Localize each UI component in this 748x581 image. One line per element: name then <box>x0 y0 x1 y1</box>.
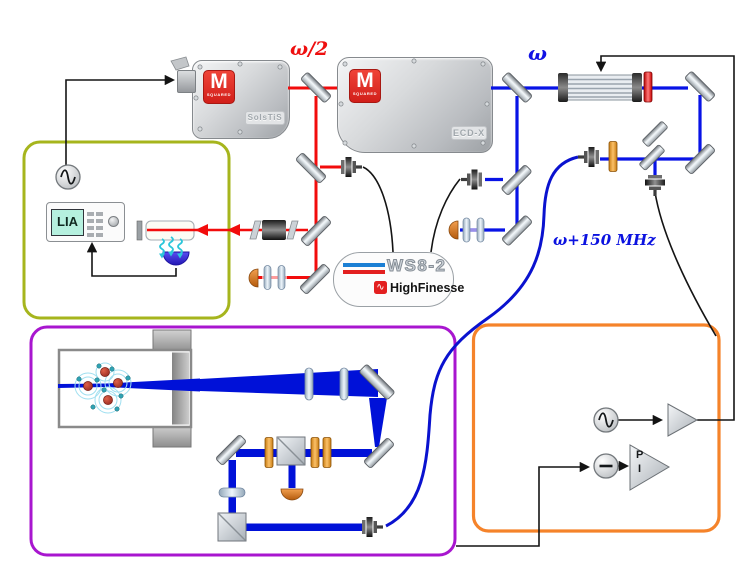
telescope-lens <box>339 367 349 401</box>
lockin-knob <box>108 216 119 227</box>
lock-in-amplifier: LIA <box>46 202 125 242</box>
aom <box>558 73 642 102</box>
wavemeter-brand: HighFinesse <box>390 281 465 295</box>
wire-detector-to-subtractor <box>456 461 591 547</box>
highfinesse-logo: ∿ <box>374 281 387 294</box>
msquared-logo: M SQUARED <box>349 69 381 103</box>
wire-pmt-to-lockin <box>86 241 177 277</box>
solstis-connector <box>177 70 196 93</box>
blue-beam-path <box>460 86 702 232</box>
pbs-cube <box>276 436 306 466</box>
lockin-button <box>87 233 94 237</box>
half-wave-plate <box>322 437 332 468</box>
msquared-logo: M SQUARED <box>203 70 235 104</box>
lens <box>476 217 485 243</box>
faraday-isolator <box>249 220 299 240</box>
fiber-coupler-red <box>341 157 362 177</box>
wavemeter-model: WS8-2 <box>386 256 447 276</box>
mount-bracket <box>170 56 190 71</box>
logo-squared-text: SQUARED <box>206 92 232 97</box>
lens <box>462 217 471 243</box>
beam-telescope <box>200 369 378 397</box>
half-wave-plate <box>608 141 618 172</box>
beam-arrow <box>227 224 240 236</box>
mirrors <box>214 70 717 470</box>
pbs-cube <box>217 512 247 542</box>
signal-wires <box>65 55 735 547</box>
lockin-button <box>96 212 103 216</box>
lockin-button <box>87 219 94 223</box>
logo-squared-text: SQUARED <box>352 91 378 96</box>
label-fiber-shift: ω+150 MHz <box>553 231 656 249</box>
label-omega: ω <box>528 41 548 65</box>
cell-retro-mirror <box>136 220 143 241</box>
atom-cloud <box>74 362 132 414</box>
pi-label-p: P <box>636 449 644 461</box>
pmt-detector <box>162 251 190 266</box>
lockin-button <box>96 233 103 237</box>
fiber-to-electronics <box>654 191 717 337</box>
photodiode-red <box>248 268 259 288</box>
focusing-lens <box>218 487 246 498</box>
fiber-red-to-wavemeter <box>362 166 394 253</box>
telescope-lens <box>304 367 314 401</box>
beam-focus-atoms <box>58 378 200 392</box>
frame-electronics-box <box>471 323 721 533</box>
stripe-red <box>343 269 385 274</box>
beam-arrow <box>195 224 208 236</box>
fiber-coupler-shifted <box>578 147 599 167</box>
solstis-badge: SolsTiS <box>245 111 285 125</box>
beam-from-fiber <box>246 523 363 531</box>
beam-cube-tap <box>288 462 296 488</box>
lens <box>263 265 272 290</box>
wavemeter: WS8-2 ∿ HighFinesse <box>333 252 464 307</box>
logo-m-text: M <box>356 69 374 92</box>
red-filter <box>643 71 653 103</box>
red-beam-path <box>147 86 342 279</box>
wire-modulation-to-laser <box>65 74 176 166</box>
pi-controller-icon <box>629 444 671 491</box>
logo-m-text: M <box>210 70 228 93</box>
wire-amp-to-aom <box>595 55 735 421</box>
ecdx-badge: ECD-X <box>451 126 487 140</box>
lockin-button <box>87 212 94 216</box>
lockin-display: LIA <box>51 209 84 236</box>
amplifier-icon <box>667 403 699 437</box>
flip-mirror-upper <box>641 120 669 148</box>
lockin-button <box>96 219 103 223</box>
fiber-coupler-chamber <box>362 517 383 537</box>
signal-generator-icon <box>55 164 81 190</box>
solstis-laser: M SQUARED SolsTiS <box>192 60 290 139</box>
ecdx-doubler: M SQUARED ECD-X <box>337 57 493 153</box>
photodiode-chamber <box>280 488 304 501</box>
half-wave-plate <box>310 437 320 468</box>
lockin-button <box>96 226 103 230</box>
stripe-blue <box>343 263 385 267</box>
case-screws <box>193 58 490 149</box>
signal-generator-icon <box>593 407 619 433</box>
lockin-button <box>87 226 94 230</box>
fiber-coupler-tap <box>645 175 665 196</box>
photodiode-blue <box>448 220 459 240</box>
subtractor-icon <box>593 453 619 479</box>
half-wave-plate <box>264 437 274 468</box>
lens <box>277 265 286 290</box>
beam-converging <box>369 398 387 447</box>
fiber-coupler-blue <box>461 169 482 190</box>
pi-label-i: I <box>638 463 642 475</box>
optical-fiber-shifted <box>385 155 579 528</box>
fiber-blue-to-wavemeter <box>430 178 461 253</box>
label-omega-half: ω/2 <box>290 38 329 60</box>
frame-chamber-box <box>29 325 457 557</box>
